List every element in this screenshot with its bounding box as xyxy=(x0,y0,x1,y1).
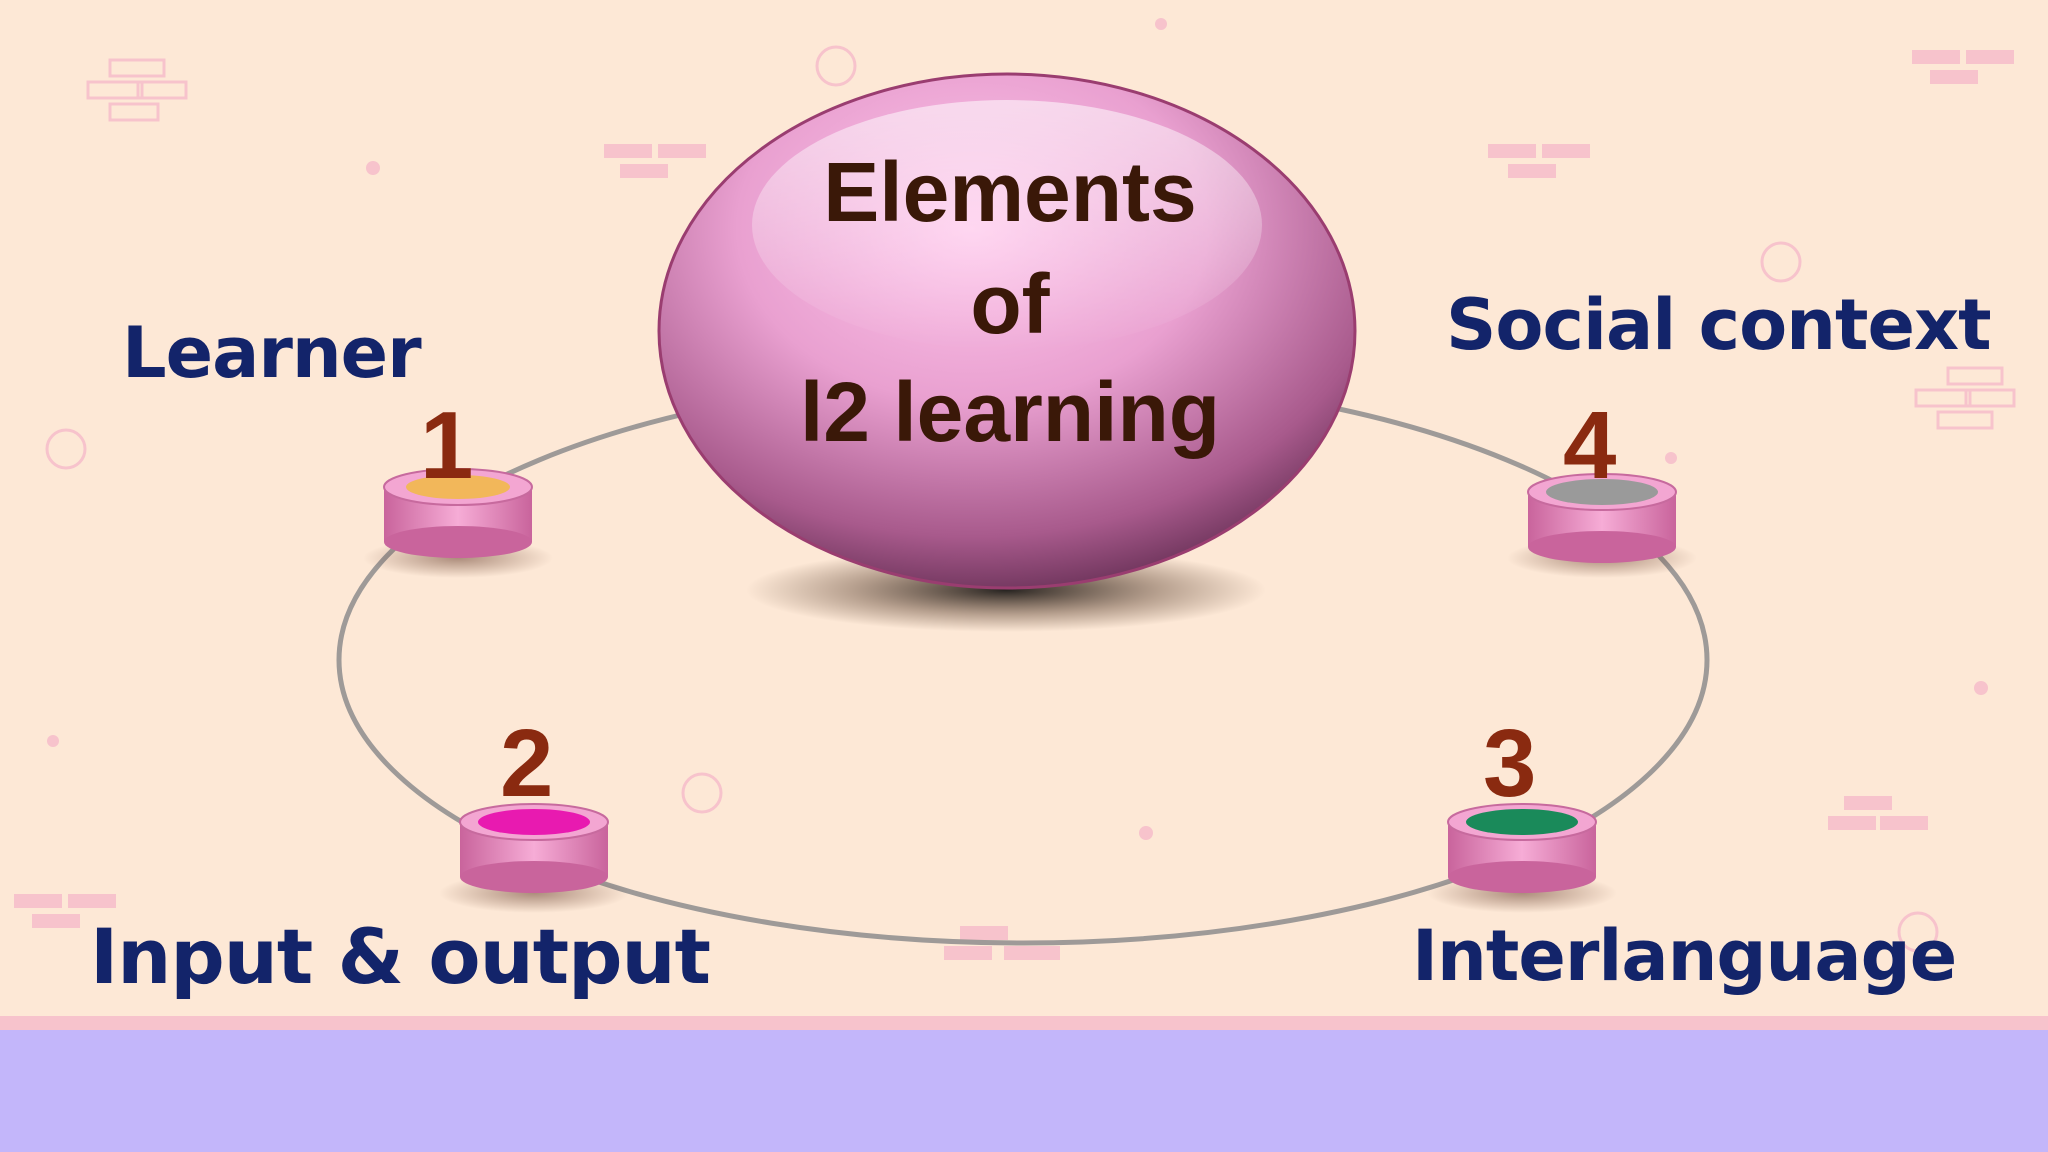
center-title-line2: of xyxy=(970,257,1050,351)
background-decorations xyxy=(45,45,2016,953)
number-1: 1 xyxy=(420,392,474,499)
center-title-line1: Elements xyxy=(823,145,1197,239)
footer-divider xyxy=(0,1016,2048,1030)
label-input-output: Input & output xyxy=(90,912,711,1001)
number-2: 2 xyxy=(500,710,554,817)
center-orb xyxy=(657,72,1357,632)
label-interlanguage: Interlanguage xyxy=(1412,915,1957,997)
center-title-line3: l2 learning xyxy=(799,365,1221,459)
pad-1 xyxy=(363,468,553,578)
footer-band xyxy=(0,1030,2048,1152)
pad-3 xyxy=(1427,803,1617,913)
background-bricks xyxy=(14,18,2014,960)
number-3: 3 xyxy=(1483,710,1537,817)
label-learner: Learner xyxy=(122,312,422,394)
pad-2 xyxy=(439,803,629,913)
number-4: 4 xyxy=(1563,392,1617,499)
pad-4 xyxy=(1507,473,1697,578)
label-social-context: Social context xyxy=(1446,284,1992,366)
